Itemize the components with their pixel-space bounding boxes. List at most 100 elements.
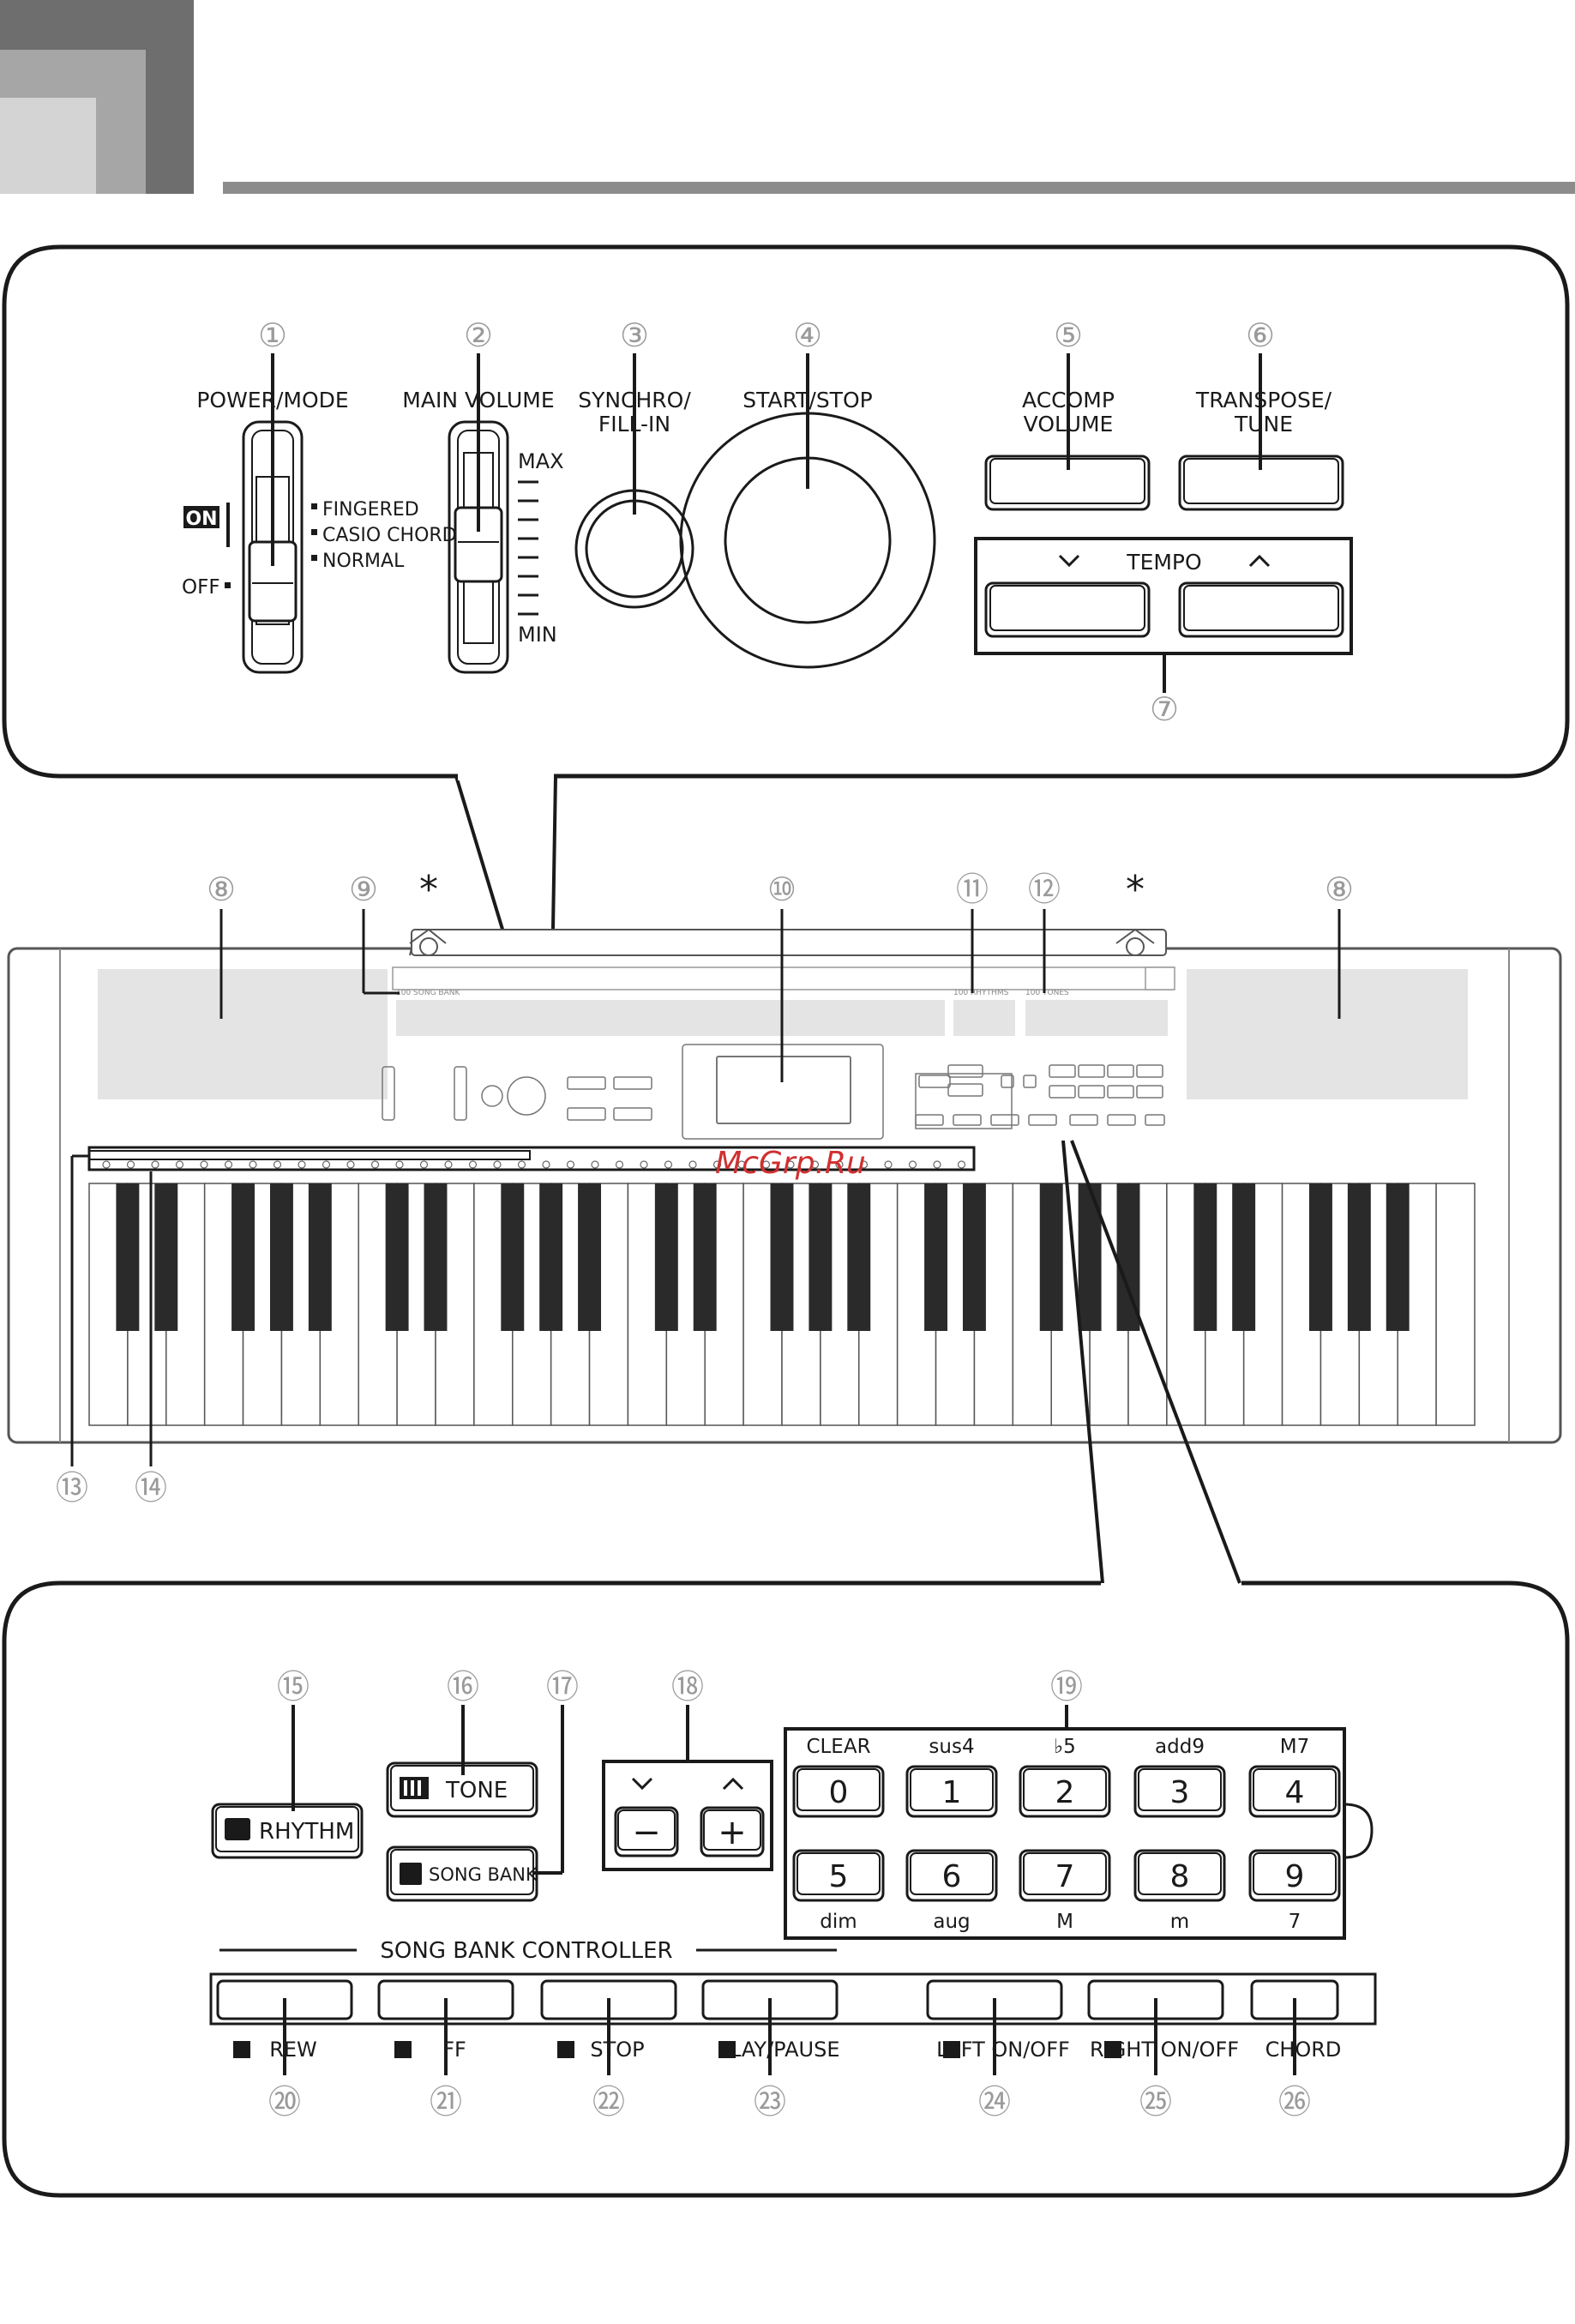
callout-14: ⑭ [135,1469,167,1507]
black-key[interactable] [770,1183,794,1331]
tempo-down-button[interactable] [984,581,1151,638]
callout-10: ⑩ [767,870,797,908]
percussion-instrument-icon [322,1160,331,1169]
black-key[interactable] [231,1183,255,1331]
black-key[interactable] [693,1183,717,1331]
chord-label-top: add9 [1155,1736,1205,1758]
black-key[interactable] [809,1183,833,1331]
plus-button[interactable] [700,1806,765,1857]
percussion-instrument-icon [346,1160,355,1169]
stop-label: STOP [590,2038,644,2062]
number-pad-frame [784,1727,1346,1940]
black-key[interactable] [116,1183,140,1331]
number-label: 7 [1055,1859,1075,1894]
black-key[interactable] [1386,1183,1410,1331]
number-button-7[interactable] [1019,1849,1111,1902]
percussion-instrument-icon [566,1160,575,1169]
transpose-label-line1: TRANSPOSE/ [1195,388,1332,412]
rhythm-label: RHYTHM [259,1819,354,1845]
callout-1: ① [258,316,287,354]
percussion-instrument-icon [468,1160,478,1169]
black-key[interactable] [501,1183,525,1331]
number-label: 9 [1285,1859,1305,1894]
callout-15: ⑮ [277,1668,310,1706]
number-button-5[interactable] [792,1849,885,1902]
minus-button[interactable] [614,1806,679,1857]
percussion-instrument-icon [273,1160,282,1169]
percussion-instrument-icon [224,1160,233,1169]
number-button-2[interactable] [1019,1765,1111,1818]
number-label: 0 [829,1775,849,1810]
plus-chevron-icon [722,1777,744,1791]
white-key[interactable] [1435,1183,1476,1426]
black-key[interactable] [578,1183,602,1331]
number-label: 3 [1170,1775,1190,1810]
black-key[interactable] [424,1183,448,1331]
tones-list-strip [1025,1000,1168,1036]
percussion-instrument-icon [957,1160,966,1169]
black-key[interactable] [154,1183,178,1331]
chord-label-top: ♭5 [1054,1736,1075,1758]
black-key[interactable] [847,1183,871,1331]
black-key[interactable] [269,1183,293,1331]
minus-label: − [632,1813,661,1852]
black-key[interactable] [1347,1183,1371,1331]
chord-label-top: CLEAR [806,1736,870,1758]
chord-label-bottom: M [1056,1911,1073,1933]
callout-18: ⑱ [671,1668,704,1706]
percussion-instrument-icon [761,1160,771,1169]
black-key[interactable] [924,1183,948,1331]
number-label: 6 [942,1859,962,1894]
black-key[interactable] [654,1183,678,1331]
chord-label-bottom: aug [933,1911,970,1933]
callout-26: ㉖ [1278,2083,1311,2121]
black-key[interactable] [962,1183,986,1331]
transpose-label-line2: TUNE [1234,412,1293,437]
number-button-4[interactable] [1248,1765,1341,1818]
rhythm-button[interactable] [211,1803,364,1859]
piano-keys-icon [400,1777,429,1799]
rhythms-strip-label: 100 RHYTHMS [953,989,1009,997]
chord-label-bottom: m [1170,1911,1189,1933]
callout-8-right: ⑧ [1325,870,1354,908]
callout-20: ⑳ [268,2083,301,2121]
drum-icon [225,1818,250,1840]
percussion-instrument-icon [151,1160,159,1169]
callout-22: ㉒ [592,2083,625,2121]
normal-label: NORMAL [322,551,405,572]
number-button-3[interactable] [1133,1765,1226,1818]
black-key[interactable] [1193,1183,1217,1331]
right-hand-icon [1104,2041,1121,2058]
percussion-instrument-icon [175,1160,184,1169]
percussion-instrument-icon [712,1160,722,1169]
tempo-up-button[interactable] [1178,581,1344,638]
chord-label-top: sus4 [929,1736,974,1758]
number-button-9[interactable] [1248,1849,1341,1902]
left-hand-icon [943,2041,960,2058]
callout-8-left: ⑧ [207,870,236,908]
black-key[interactable] [1232,1183,1256,1331]
percussion-instrument-icon [249,1160,257,1169]
plus-label: + [718,1813,747,1852]
callout-24: ㉔ [978,2083,1011,2121]
number-button-0[interactable] [792,1765,885,1818]
percussion-instrument-icon [493,1160,502,1169]
number-button-8[interactable] [1133,1849,1226,1902]
number-label: 1 [942,1775,962,1810]
callout-25: ㉕ [1139,2083,1172,2121]
black-key[interactable] [308,1183,332,1331]
tone-label: TONE [445,1778,508,1803]
number-button-1[interactable] [905,1765,998,1818]
black-key[interactable] [1308,1183,1332,1331]
percussion-instrument-icon [835,1160,844,1169]
controller-title: SONG BANK CONTROLLER [380,1938,672,1964]
percussion-instrument-icon [615,1160,624,1169]
black-key[interactable] [1039,1183,1063,1331]
chord-label-top: M7 [1280,1736,1309,1758]
number-button-6[interactable] [905,1849,998,1902]
tempo-down-chevron-icon [1058,554,1080,568]
black-key[interactable] [539,1183,563,1331]
black-key[interactable] [385,1183,409,1331]
